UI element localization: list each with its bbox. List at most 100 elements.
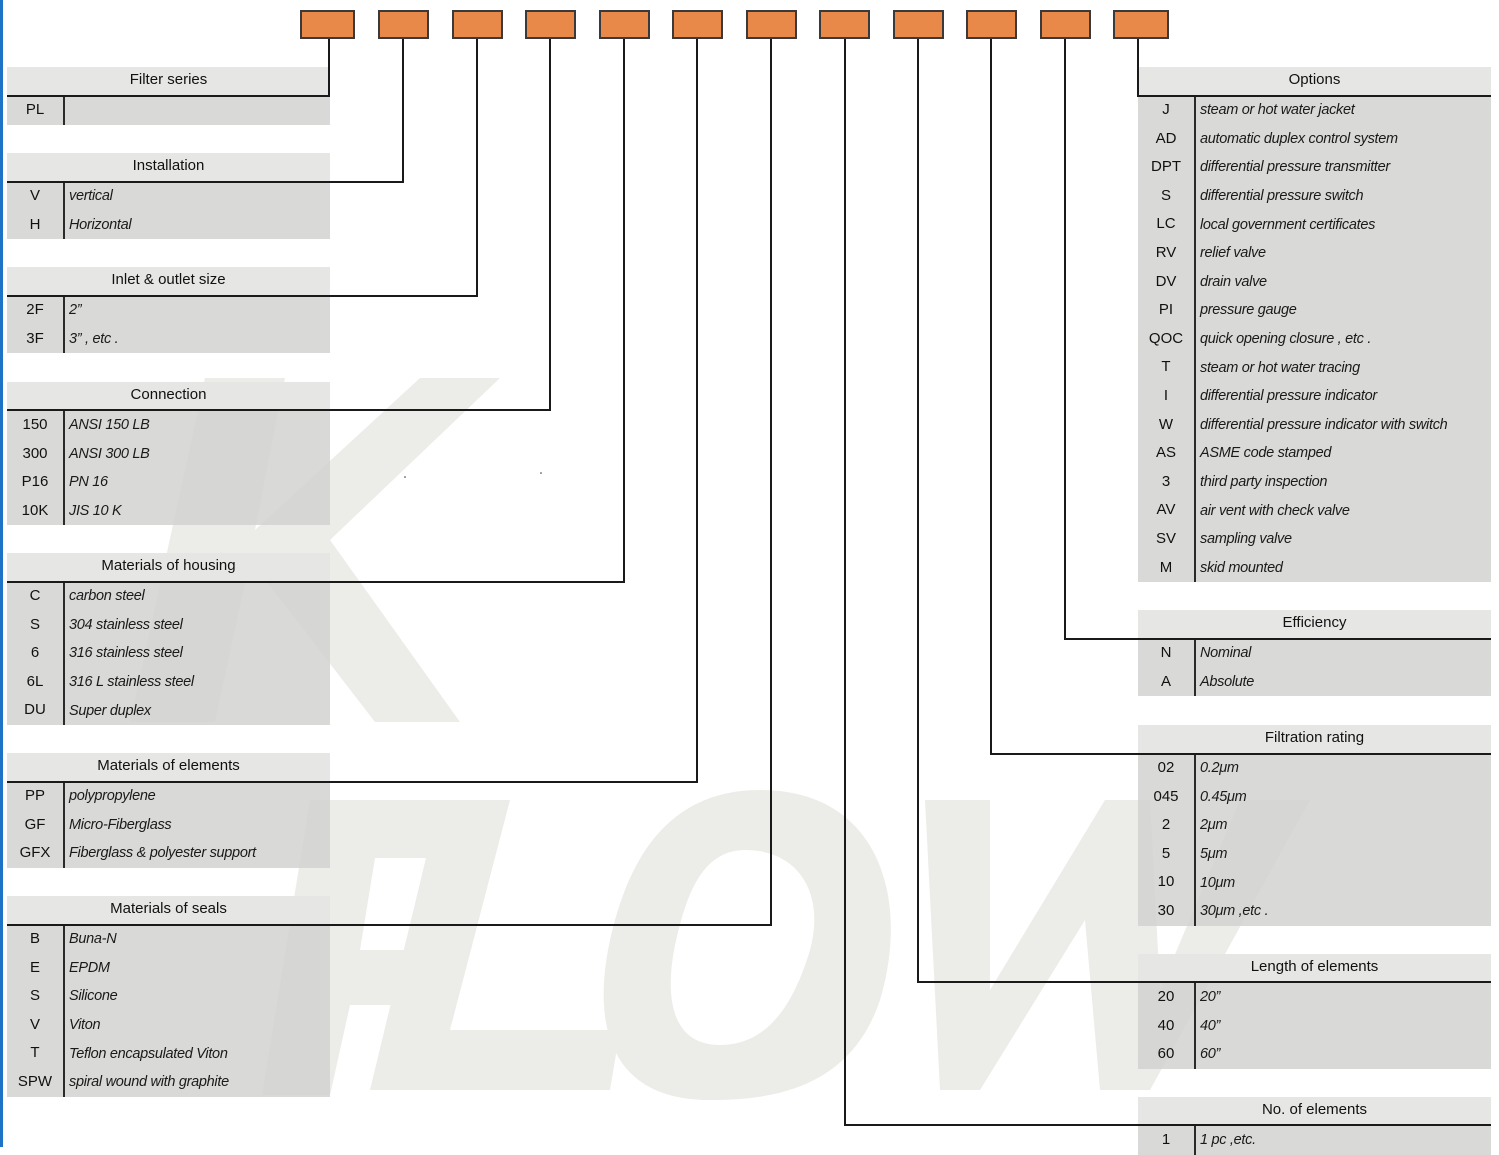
code-description: automatic duplex control system: [1200, 130, 1398, 147]
section-title: Materials of seals: [7, 896, 330, 925]
code-description: Nominal: [1200, 645, 1252, 662]
code-description: steam or hot water tracing: [1200, 359, 1360, 376]
code-description: ASME code stamped: [1200, 445, 1332, 462]
code-description: 20”: [1200, 989, 1221, 1006]
code-box-filter-series: [300, 10, 355, 39]
code-description: drain valve: [1200, 273, 1267, 290]
code-label: AD: [1138, 124, 1196, 154]
code-label: AS: [1138, 439, 1196, 468]
code-label: 10K: [7, 496, 65, 526]
code-label: 3: [1138, 467, 1196, 497]
code-label: SPW: [7, 1067, 65, 1097]
code-label: PP: [7, 782, 65, 811]
section-title: Connection: [7, 382, 330, 411]
code-description: 1 pc ,etc.: [1200, 1132, 1256, 1149]
code-label: S: [7, 982, 65, 1011]
code-label: C: [7, 582, 65, 611]
code-description: 40”: [1200, 1017, 1221, 1034]
code-label: V: [7, 182, 65, 211]
code-description: differential pressure indicator: [1200, 388, 1377, 405]
code-box-no-of-elements: [819, 10, 870, 39]
code-label: J: [1138, 96, 1196, 125]
code-label: 2F: [7, 296, 65, 325]
code-label: 300: [7, 439, 65, 469]
code-label: T: [7, 1039, 65, 1068]
section-title: Efficiency: [1138, 610, 1491, 639]
left-edge-bar: [0, 0, 3, 1147]
code-description: EPDM: [69, 959, 110, 976]
code-description: 0.45μm: [1200, 788, 1247, 805]
code-label: 10: [1138, 868, 1196, 897]
section-title: Length of elements: [1138, 954, 1491, 983]
code-description: 304 stainless steel: [69, 616, 183, 633]
code-description: 316 L stainless steel: [69, 674, 194, 691]
section-rows: PL: [7, 96, 330, 125]
code-label: V: [7, 1010, 65, 1040]
code-box-filtration-rating: [966, 10, 1017, 39]
section-title: Filter series: [7, 67, 330, 96]
code-label: 045: [1138, 782, 1196, 812]
code-label: E: [7, 953, 65, 983]
code-label: GF: [7, 810, 65, 840]
code-label: 30: [1138, 896, 1196, 926]
code-label: W: [1138, 410, 1196, 440]
code-label: S: [1138, 181, 1196, 211]
code-description: relief valve: [1200, 245, 1266, 262]
code-description: local government certificates: [1200, 216, 1376, 233]
section-title: Installation: [7, 153, 330, 182]
code-box-materials-of-seals: [746, 10, 797, 39]
code-description: Micro-Fiberglass: [69, 816, 172, 833]
code-box-connection: [525, 10, 576, 39]
code-description: 5μm: [1200, 846, 1228, 863]
code-label: B: [7, 925, 65, 954]
code-label: PL: [7, 96, 65, 125]
code-box-materials-of-housing: [599, 10, 650, 39]
code-description: Silicone: [69, 988, 118, 1005]
section-title: Filtration rating: [1138, 725, 1491, 754]
code-description: PN 16: [69, 474, 108, 491]
code-label: 20: [1138, 983, 1196, 1012]
code-label: T: [1138, 353, 1196, 382]
section-filter-series: Filter series PL: [7, 67, 330, 125]
code-description: 2”: [69, 302, 82, 319]
